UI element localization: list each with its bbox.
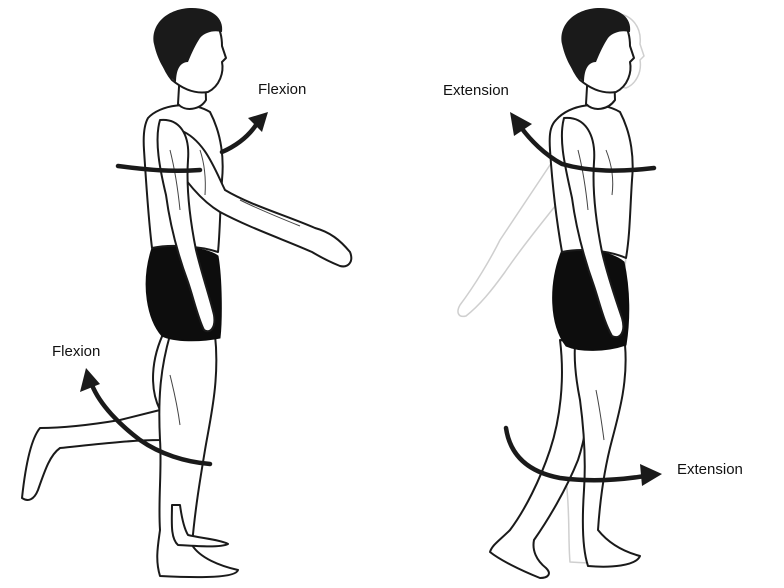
shoulder-extension-label: Extension [443, 82, 509, 99]
hip-extension-label: Extension [677, 461, 743, 478]
hip-flexion-label: Flexion [52, 343, 100, 360]
right-figure-front-leg [575, 345, 640, 567]
shoulder-flexion-label: Flexion [258, 81, 306, 98]
left-figure-rear-foot [172, 505, 228, 546]
